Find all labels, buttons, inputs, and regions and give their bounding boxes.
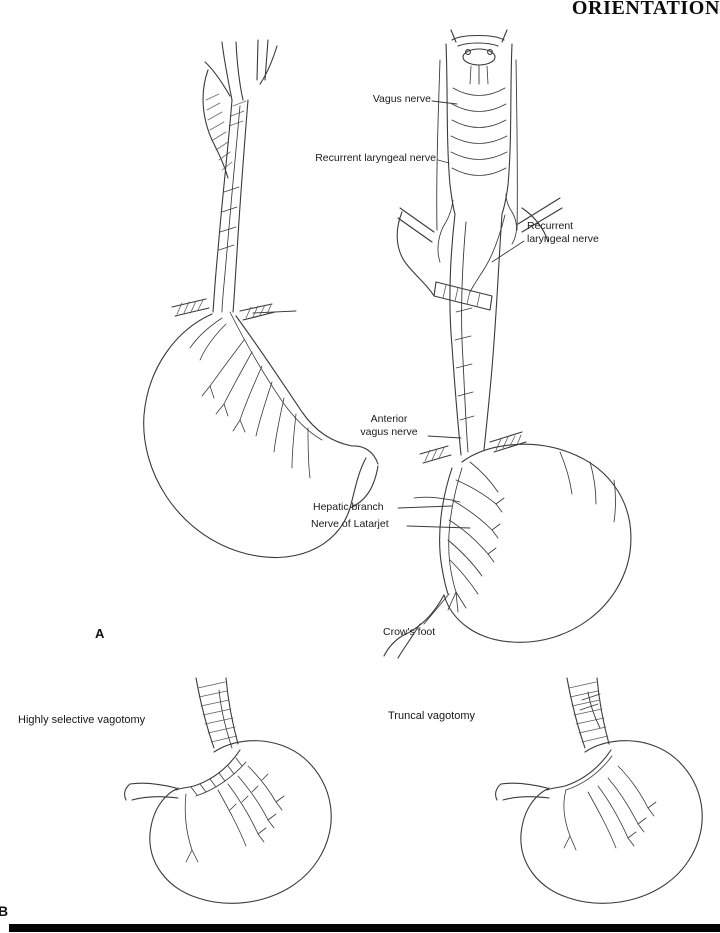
bottom-rule — [9, 924, 720, 932]
figure-b-left-illustration — [124, 677, 332, 904]
label-nerve-of-latarjet: Nerve of Latarjet — [311, 518, 389, 530]
label-line: Anterior — [370, 413, 408, 425]
figure-a-right-illustration — [383, 29, 632, 659]
label-anterior-vagus: Anterior vagus nerve — [350, 413, 428, 439]
label-recurrent-laryngeal-left: Recurrent laryngeal nerve — [315, 152, 436, 164]
figure-a-left-illustration — [143, 39, 379, 559]
label-hepatic-branch: Hepatic branch — [313, 501, 384, 513]
label-crows-foot: Crow's foot — [383, 626, 436, 638]
label-line: vagus nerve — [360, 426, 418, 438]
label-recurrent-laryngeal-right: Recurrent laryngeal nerve — [527, 220, 599, 246]
figure-b-right-illustration — [495, 677, 703, 904]
label-line: Recurrent — [527, 220, 574, 232]
panel-b-letter: B — [0, 903, 9, 919]
caption-truncal-vagotomy: Truncal vagotomy — [388, 710, 476, 722]
label-line: laryngeal nerve — [527, 233, 599, 245]
label-vagus-nerve: Vagus nerve — [372, 93, 431, 105]
page-header-title: ORIENTATION — [571, 0, 720, 19]
panel-a-letter: A — [95, 626, 105, 641]
label-leader-lines — [397, 100, 525, 625]
caption-highly-selective-vagotomy: Highly selective vagotomy — [18, 714, 146, 726]
